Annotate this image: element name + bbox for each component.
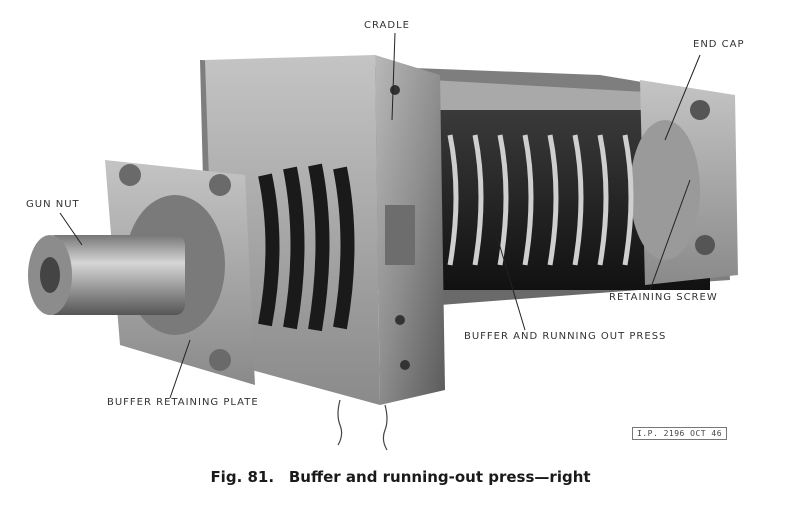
label-end-cap: END CAP [693, 39, 745, 50]
figure-title: Buffer and running-out press—right [288, 468, 591, 486]
leader-lines [59, 32, 701, 399]
buffer-press-photograph [28, 32, 738, 451]
label-retaining-plate: BUFFER RETAINING PLATE [107, 397, 259, 408]
plate-reference: I.P. 2196 OCT 46 [632, 427, 728, 440]
figure-caption: Fig. 81. Buffer and running-out press—ri… [0, 468, 801, 486]
outer-spring [258, 163, 355, 332]
label-gun-nut: GUN NUT [26, 199, 80, 210]
end-cap-block [630, 80, 738, 285]
figure-number: Fig. 81. [210, 468, 275, 486]
label-buffer-press: BUFFER AND RUNNING OUT PRESS [464, 331, 667, 342]
label-retaining-screw: RETAINING SCREW [609, 292, 718, 303]
label-cradle: CRADLE [364, 20, 410, 31]
gun-nut-assembly [28, 235, 185, 315]
hanging-wires [337, 399, 388, 451]
inner-spring [447, 134, 634, 266]
